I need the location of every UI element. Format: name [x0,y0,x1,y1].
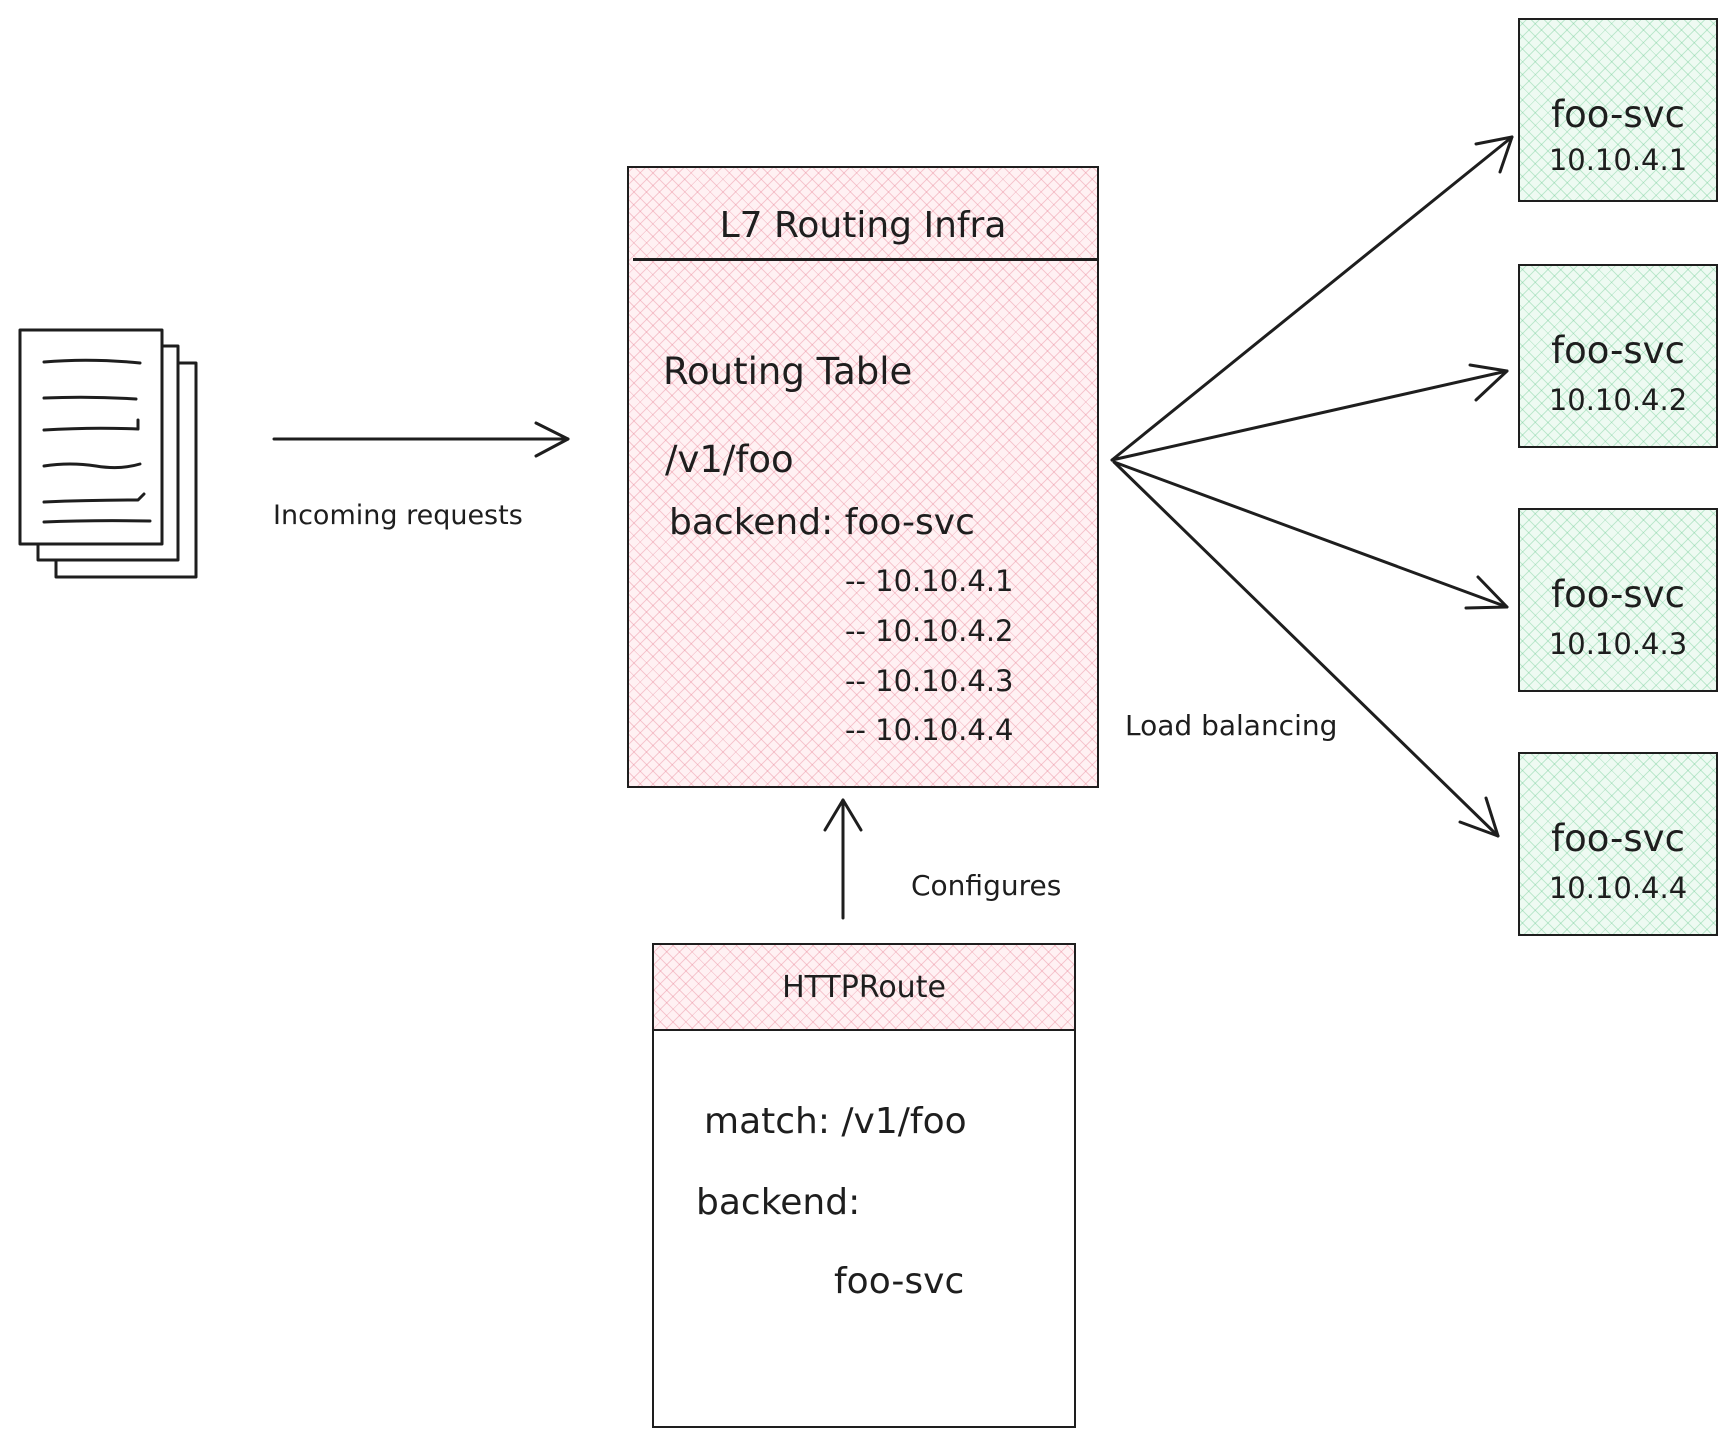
routing-infra-title: L7 Routing Infra [719,205,1007,246]
routing-backend: backend: foo-svc [669,502,975,543]
service-box-2: foo-svc 10.10.4.2 [1518,264,1718,448]
httproute-header: HTTPRoute [654,945,1074,1031]
service-name: foo-svc [1551,329,1685,372]
httproute-match: match: /v1/foo [704,1101,967,1142]
service-box-3: foo-svc 10.10.4.3 [1518,508,1718,692]
load-balancing-label: Load balancing [1125,709,1338,742]
endpoint-4: -- 10.10.4.4 [845,713,1014,747]
httproute-backend-value: foo-svc [834,1261,965,1302]
routing-table-title: Routing Table [663,350,913,393]
routing-infra-divider [633,258,1097,261]
document-stack-icon [18,328,198,579]
incoming-requests-arrow [272,421,570,458]
httproute-box: HTTPRoute match: /v1/foo backend: foo-sv… [652,943,1076,1428]
endpoint-2: -- 10.10.4.2 [845,614,1014,648]
configures-arrow [823,798,863,920]
endpoint-3: -- 10.10.4.3 [845,664,1014,698]
service-ip: 10.10.4.4 [1548,871,1688,905]
service-ip: 10.10.4.3 [1548,627,1688,661]
service-ip: 10.10.4.2 [1548,383,1688,417]
service-name: foo-svc [1551,817,1685,860]
service-name: foo-svc [1551,573,1685,616]
service-box-4: foo-svc 10.10.4.4 [1518,752,1718,936]
routing-path: /v1/foo [665,438,794,481]
httproute-title: HTTPRoute [782,970,946,1005]
load-balancing-arrows [1110,135,1514,838]
service-ip: 10.10.4.1 [1548,143,1688,177]
configures-label: Configures [911,869,1062,902]
service-box-1: foo-svc 10.10.4.1 [1518,18,1718,202]
endpoint-1: -- 10.10.4.1 [845,564,1014,598]
incoming-requests-label: Incoming requests [273,500,523,531]
service-name: foo-svc [1551,93,1685,136]
routing-infra-box: L7 Routing Infra Routing Table /v1/foo b… [627,166,1099,788]
httproute-backend-label: backend: [696,1182,861,1223]
